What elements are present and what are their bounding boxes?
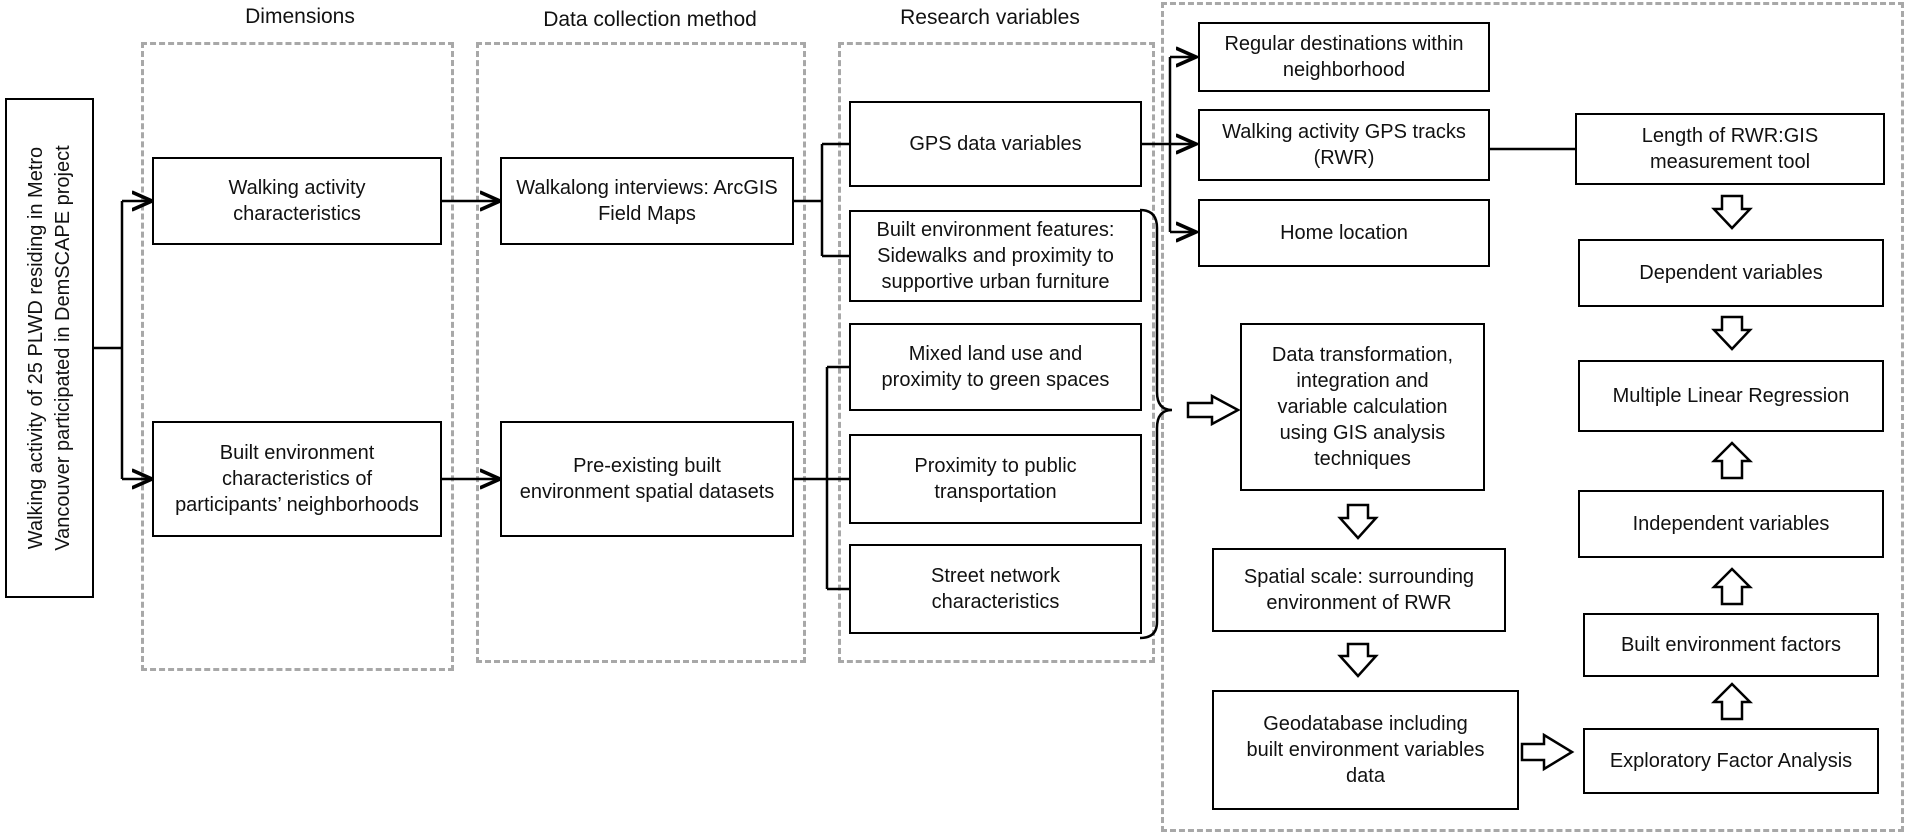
- research-variables-group: [838, 42, 1155, 663]
- exploratory-factor-analysis-box: Exploratory Factor Analysis: [1583, 728, 1879, 794]
- home-location-box: Home location: [1198, 199, 1490, 267]
- header-research-variables: Research variables: [900, 6, 1080, 29]
- public-transportation-box: Proximity to public transportation: [849, 434, 1142, 524]
- data-collection-group: [476, 42, 806, 663]
- root-study-box: Walking activity of 25 PLWD residing in …: [5, 98, 94, 598]
- header-data-collection: Data collection method: [543, 8, 757, 31]
- pre-existing-datasets-box: Pre-existing built environment spatial d…: [500, 421, 794, 537]
- length-rwr-box: Length of RWR:GIS measurement tool: [1575, 113, 1885, 185]
- gis-analysis-group: [1161, 2, 1904, 832]
- dependent-variables-box: Dependent variables: [1578, 239, 1884, 307]
- geodatabase-box: Geodatabase including built environment …: [1212, 690, 1519, 810]
- data-transformation-box: Data transformation, integration and var…: [1240, 323, 1485, 491]
- mixed-land-use-box: Mixed land use and proximity to green sp…: [849, 323, 1142, 411]
- gps-tracks-box: Walking activity GPS tracks (RWR): [1198, 109, 1490, 181]
- multiple-linear-regression-box: Multiple Linear Regression: [1578, 360, 1884, 432]
- regular-destinations-box: Regular destinations within neighborhood: [1198, 22, 1490, 92]
- header-dimensions: Dimensions: [245, 5, 355, 28]
- gps-data-variables-box: GPS data variables: [849, 101, 1142, 187]
- built-environment-factors-box: Built environment factors: [1583, 613, 1879, 677]
- built-environment-characteristics-box: Built environment characteristics of par…: [152, 421, 442, 537]
- built-environment-features-box: Built environment features: Sidewalks an…: [849, 210, 1142, 302]
- root-study-label: Walking activity of 25 PLWD residing in …: [24, 145, 74, 551]
- dimensions-group: [141, 42, 454, 671]
- walking-activity-characteristics-box: Walking activity characteristics: [152, 157, 442, 245]
- street-network-box: Street network characteristics: [849, 544, 1142, 634]
- walkalong-interviews-box: Walkalong interviews: ArcGIS Field Maps: [500, 157, 794, 245]
- independent-variables-box: Independent variables: [1578, 490, 1884, 558]
- spatial-scale-box: Spatial scale: surrounding environment o…: [1212, 548, 1506, 632]
